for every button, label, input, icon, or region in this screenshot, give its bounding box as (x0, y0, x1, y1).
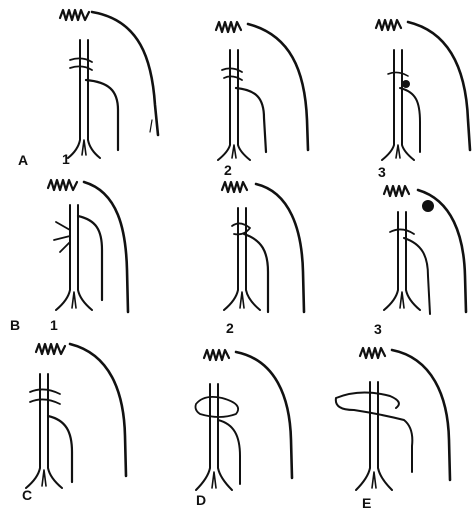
panel-c-branch (48, 416, 72, 482)
panel-e-svc-caps (360, 348, 385, 358)
panel-b2 (222, 182, 304, 312)
panel-a1 (60, 10, 158, 158)
panel-a3-outer-curve (408, 22, 470, 150)
panel-number-a3: 3 (378, 164, 386, 180)
panel-number-b1: 1 (50, 317, 58, 333)
panel-b1 (48, 180, 128, 312)
panel-c-fork (42, 470, 46, 486)
panel-e-vessel-left (356, 382, 370, 490)
panel-b2-svc-caps (222, 182, 247, 192)
panel-a2-outer-curve (248, 24, 308, 150)
row-label-b: B (10, 317, 20, 333)
panel-a2-svc-caps (216, 22, 241, 32)
panel-b1-fork (72, 292, 76, 308)
panel-a1-outer-curve (92, 12, 158, 135)
panel-a1-scratch (150, 120, 152, 132)
panel-b3-vessel-left (384, 212, 398, 310)
panel-b2-vessel-right (246, 208, 260, 310)
row-label-c: C (22, 487, 32, 503)
panel-b2-loop (232, 223, 250, 234)
panel-number-b3: 3 (374, 321, 382, 337)
panel-e-vessel-right (378, 382, 392, 490)
panel-c-ligature (30, 389, 60, 404)
panel-e-loop (336, 392, 413, 472)
panel-b3-svc-caps (384, 186, 409, 196)
panel-a1-branch (86, 80, 118, 150)
panel-a1-svc-caps (60, 10, 89, 20)
panel-a1-vessel-right (88, 40, 100, 158)
panel-e-outer-curve (392, 350, 450, 480)
panel-c (26, 344, 126, 488)
panel-a3-ligature (388, 72, 408, 76)
panel-b3-fork (400, 292, 404, 308)
panel-d-fork (212, 472, 216, 488)
panel-b3 (384, 186, 466, 314)
panel-a3-vessel-right (402, 50, 414, 160)
panel-d-loop (196, 397, 239, 417)
panel-d-outer-curve (236, 352, 292, 478)
panel-a2-vessel-right (238, 50, 250, 160)
panel-b2-fork (240, 292, 244, 308)
panel-b1-svc-caps (48, 180, 77, 190)
row-label-e: E (362, 495, 371, 511)
panel-b3-branch (404, 238, 430, 314)
panel-b1-vessel-left (56, 205, 70, 310)
panel-d-vessel-left (196, 384, 210, 490)
panel-number-a1: 1 (62, 151, 70, 167)
panel-b3-occlusion-dot (422, 200, 434, 212)
panel-b1-outer-curve (84, 182, 128, 312)
panel-c-outer-curve (70, 344, 126, 476)
panel-a3-vessel-left (382, 50, 394, 160)
panel-b1-collateral (54, 222, 70, 252)
panel-e (336, 348, 450, 490)
panel-a2-branch (236, 88, 266, 152)
panel-c-svc-caps (36, 344, 65, 354)
panel-a3-occlusion-dot (402, 80, 410, 88)
panel-a1-fork (82, 140, 86, 155)
panel-e-fork (372, 472, 376, 488)
panel-b3-ligature (390, 229, 414, 234)
panel-number-b2: 2 (226, 320, 234, 336)
panel-a3-svc-caps (376, 20, 401, 30)
panel-a2-vessel-left (218, 50, 230, 160)
panel-number-a2: 2 (224, 162, 232, 178)
panel-a2 (216, 22, 308, 160)
panel-a3-fork (396, 145, 400, 158)
panel-a3 (376, 20, 470, 160)
row-label-d: D (196, 492, 206, 508)
panel-d (196, 350, 293, 490)
panel-d-svc-caps (204, 350, 229, 360)
row-label-a: A (18, 152, 28, 168)
panel-a2-fork (232, 145, 236, 158)
panel-b3-vessel-right (406, 212, 420, 310)
panel-b2-branch (244, 234, 268, 312)
panel-b1-branch (78, 216, 102, 300)
